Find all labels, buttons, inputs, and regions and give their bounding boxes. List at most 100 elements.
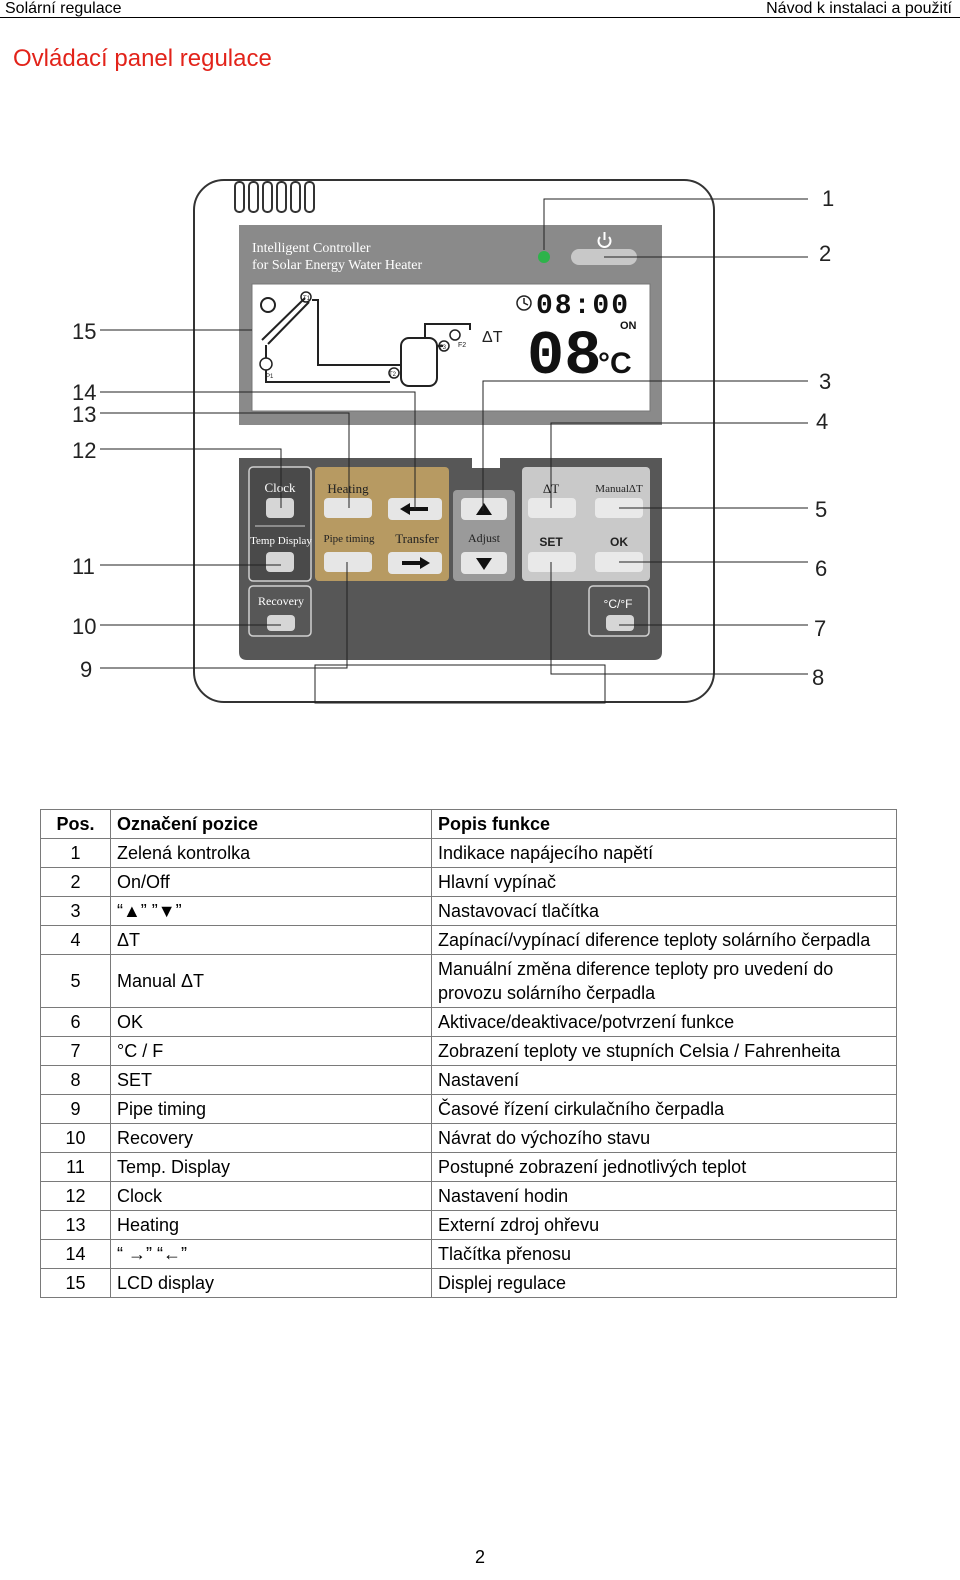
table-cell: 14 [40,1239,111,1269]
header-left: Solární regulace [5,0,122,17]
lcd-f2-label: F2 [458,342,466,349]
triangle-up-icon [476,503,492,515]
table-cell: Manuální změna diference teploty pro uve… [431,954,897,1008]
page-number: 2 [474,1547,485,1567]
vent-slots [234,181,315,213]
table-cell: Recovery [110,1123,432,1153]
brand-line2: for Solar Energy Water Heater [252,258,423,273]
callout-10: 10 [72,614,96,639]
temp-display-button[interactable] [266,552,294,572]
table-cell: Indikace napájecího napětí [431,838,897,868]
table-cell: Hlavní vypínač [431,867,897,897]
page-header: Solární regulace Návod k instalaci a pou… [0,0,960,18]
table-cell: Nastavovací tlačítka [431,896,897,926]
callout-8: 8 [812,665,824,690]
table-cell: 7 [40,1036,111,1066]
table-cell: “▲” ”▼” [110,896,432,926]
callout-6: 6 [815,556,827,581]
callout-12: 12 [72,438,96,463]
recovery-button-label: Recovery [258,594,304,608]
table-cell: 9 [40,1094,111,1124]
callout-15: 15 [72,319,96,344]
arrow-left-icon [400,503,428,515]
callout-14: 14 [72,380,96,405]
table-cell: 4 [40,925,111,955]
table-cell: 8 [40,1065,111,1095]
table-cell: 3 [40,896,111,926]
clock-button[interactable] [266,498,294,518]
table-cell: Časové řízení cirkulačního čerpadla [431,1094,897,1124]
brand-line1: Intelligent Controller [252,241,371,256]
temp-display-button-label: Temp Display [250,535,312,547]
callout-11: 11 [72,554,95,579]
table-cell: On/Off [110,867,432,897]
lcd-time: 08:00 [536,291,630,322]
table-cell: Externí zdroj ohřevu [431,1210,897,1240]
adjust-button-label: Adjust [468,531,501,545]
clock-button-label: Clock [264,480,296,495]
control-panel-diagram: Intelligent Controller for Solar Energy … [72,179,834,704]
callout-3: 3 [819,369,831,394]
recovery-button[interactable] [267,615,295,631]
table-cell: Manual ΔT [110,954,432,1008]
lcd-t3-label: T3 [439,345,447,351]
callout-2: 2 [819,241,831,266]
table-cell: 2 [40,867,111,897]
callout-13: 13 [72,402,96,427]
table-cell: Temp. Display [110,1152,432,1182]
page-title: Ovládací panel regulace [13,45,272,72]
table-cell: 15 [40,1268,111,1298]
table-cell: Zobrazení teploty ve stupních Celsia / F… [431,1036,897,1066]
ok-button-label: OK [610,535,628,549]
lcd-temp: 08 [527,321,601,392]
arrow-right-icon [402,557,430,569]
table-cell: OK [110,1007,432,1037]
table-cell: LCD display [110,1268,432,1298]
table-cell: °C / F [110,1036,432,1066]
heating-button-label: Heating [327,481,369,496]
unit-button[interactable] [606,615,634,631]
callout-5: 5 [815,497,827,522]
table-cell: 5 [40,954,111,1008]
table-header-cell: Pos. [40,809,111,839]
set-button[interactable] [528,552,576,572]
lcd-temp-unit: °C [598,347,632,380]
table-cell: Návrat do výchozího stavu [431,1123,897,1153]
table-cell: SET [110,1065,432,1095]
clock-icon [516,295,532,311]
tank [400,337,438,387]
heating-button[interactable] [324,498,372,518]
table-cell: “ →” “←” [110,1239,432,1269]
delta-t-button[interactable] [528,498,576,518]
table-cell: Pipe timing [110,1094,432,1124]
table-cell: Aktivace/deaktivace/potvrzení funkce [431,1007,897,1037]
callout-lines [100,198,808,704]
sun-icon [260,297,276,313]
table-cell: 11 [40,1152,111,1182]
power-icon [597,232,612,248]
table-cell: ΔT [110,925,432,955]
table-header-cell: Popis funkce [431,809,897,839]
lcd-on-label: ON [620,320,637,332]
set-button-label: SET [539,535,563,549]
callout-4: 4 [816,409,828,434]
table-cell: 1 [40,838,111,868]
table-cell: 10 [40,1123,111,1153]
callout-7: 7 [814,616,826,641]
table-row: 3“▲” ”▼”Nastavovací tlačítka [40,896,897,926]
pipe-timing-button[interactable] [324,552,372,572]
table-cell: 6 [40,1007,111,1037]
lcd-t2-label: T2 [389,372,397,378]
pipe-timing-button-label: Pipe timing [323,533,375,545]
power-led [538,251,550,263]
